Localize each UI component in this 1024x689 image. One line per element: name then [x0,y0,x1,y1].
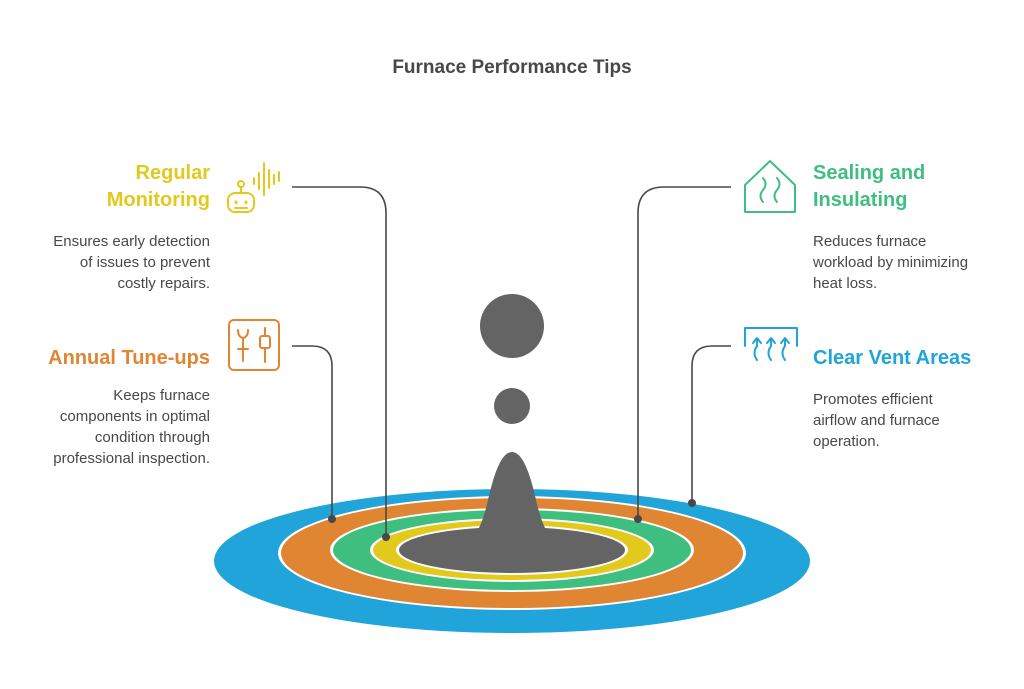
regular-monitoring-heading: Regular Monitoring [107,160,210,214]
droplet-large [480,294,544,358]
annual-tune-ups-desc-line-1: Keeps furnace [113,387,210,404]
droplet-small [494,388,530,424]
tools-icon [228,319,280,371]
robot-sound-icon [227,162,280,213]
regular-monitoring-desc-line-3: costly repairs. [117,275,210,292]
clear-vent-areas-desc-line-1: Promotes efficient [813,391,933,408]
regular-monitoring-heading-line-1: Regular [135,162,210,184]
regular-monitoring-desc-line-1: Ensures early detection [53,233,210,250]
page-title: Furnace Performance Tips [392,57,632,78]
sealing-insulating-heading-line-1: Sealing and [813,162,926,184]
annual-tune-ups-desc-line-4: professional inspection. [53,450,210,467]
annual-tune-ups-heading: Annual Tune-ups [48,345,210,372]
clear-vent-areas-desc-line-3: operation. [813,433,880,450]
clear-vent-areas-heading: Clear Vent Areas [813,345,971,372]
connector-dot-annual-tune-ups [328,515,336,523]
house-heat-icon [744,160,796,213]
clear-vent-areas-desc-line-2: airflow and furnace [813,412,940,429]
annual-tune-ups-heading-line-1: Annual Tune-ups [48,347,210,369]
connector-dot-regular-monitoring [382,533,390,541]
connector-dot-sealing-insulating [634,515,642,523]
vent-airflow-icon [744,327,798,361]
sealing-insulating-heading-line-2: Insulating [813,189,908,211]
sealing-insulating-desc-line-3: heat loss. [813,275,878,292]
splash-spike [442,452,582,553]
annual-tune-ups-desc-line-3: condition through [94,429,210,446]
regular-monitoring-heading-line-2: Monitoring [106,189,210,211]
connector-annual-tune-ups [292,345,333,519]
sealing-insulating-desc-line-1: Reduces furnace [813,233,927,250]
connector-regular-monitoring [292,186,387,537]
sealing-insulating-heading: Sealing and Insulating [813,160,925,214]
connector-clear-vent-areas [691,345,731,503]
connector-dot-clear-vent-areas [688,499,696,507]
annual-tune-ups-desc-line-2: components in optimal [59,408,210,425]
clear-vent-areas-description: Promotes efficient airflow and furnace o… [813,389,940,452]
regular-monitoring-description: Ensures early detection of issues to pre… [53,231,210,294]
regular-monitoring-desc-line-2: of issues to prevent [79,254,210,271]
clear-vent-areas-heading-line-1: Clear Vent Areas [813,347,972,369]
sealing-insulating-description: Reduces furnace workload by minimizing h… [813,231,968,294]
sealing-insulating-desc-line-2: workload by minimizing [813,254,969,271]
annual-tune-ups-description: Keeps furnace components in optimal cond… [53,385,210,469]
connector-sealing-insulating [637,186,731,519]
